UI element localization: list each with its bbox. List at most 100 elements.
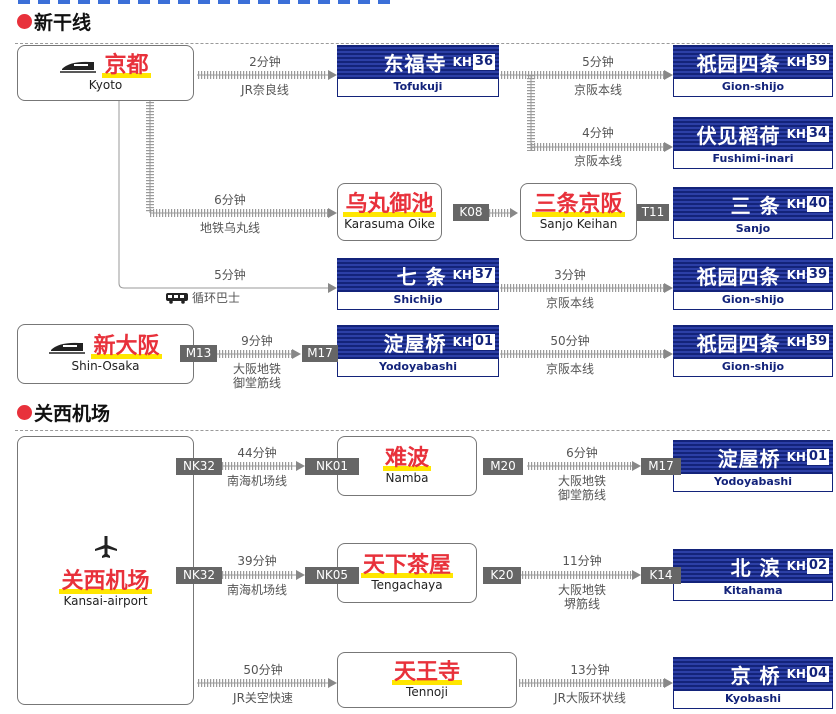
route-line: JR大阪环状线 [554, 691, 626, 705]
hub-name-cn: 天王寺 [391, 660, 462, 685]
section-title-kansai: 关西机场 [17, 399, 110, 426]
origin-name-cn: 京都 [102, 53, 151, 78]
station-name: 北 滨 [730, 555, 781, 580]
route-line: 大阪地铁 [232, 362, 281, 376]
hub-name-cn: 天下茶屋 [360, 553, 453, 578]
route-line: 京阪本线 [573, 83, 622, 97]
station-code: 39 [806, 54, 829, 70]
line-badge: M17 [641, 458, 681, 475]
hub-name-en: Tennoji [406, 685, 448, 699]
station-name: 祇园四条 [696, 264, 781, 289]
line-badge: M20 [483, 458, 523, 475]
section-title-text: 关西机场 [34, 403, 111, 425]
section-divider [15, 43, 830, 44]
route-line: 堺筋线 [563, 597, 600, 611]
hub-tengachaya: 天下茶屋 Tengachaya [337, 543, 477, 603]
hub-name-cn: 三条京阪 [532, 192, 625, 217]
kh-prefix: KH [452, 335, 472, 349]
hub-name-en: Tengachaya [371, 578, 443, 592]
station-name-en: Gion-shijo [673, 359, 833, 377]
route-time: 11分钟 [562, 554, 602, 568]
route-time: 2分钟 [249, 55, 281, 69]
station-name-en: Shichijo [337, 292, 499, 310]
route-line: 南海机场线 [226, 474, 287, 488]
line-badge: K14 [641, 567, 681, 584]
hub-name-cn: 乌丸御池 [343, 192, 436, 217]
kh-prefix: KH [452, 55, 472, 69]
station-code: 01 [806, 449, 829, 465]
hub-sanjo-keihan: 三条京阪 Sanjo Keihan [520, 183, 637, 241]
station-name-en: Kyobashi [673, 691, 833, 709]
route-line: 大阪地铁 [557, 583, 606, 597]
line-badge: K20 [483, 567, 521, 584]
route-time: 13分钟 [570, 663, 610, 677]
hub-namba: 难波 Namba [337, 436, 477, 496]
station-code: 34 [806, 126, 829, 142]
section-title-shinkansen: 新干线 [17, 8, 91, 35]
origin-name-en: Kyoto [88, 78, 123, 92]
route-time: 44分钟 [237, 446, 277, 460]
station-code: 04 [806, 666, 829, 682]
hub-tennoji: 天王寺 Tennoji [337, 652, 517, 708]
route-line: 御堂筋线 [557, 488, 606, 502]
station-code: 39 [806, 334, 829, 350]
plane-icon [94, 535, 117, 558]
station-name-en: Gion-shijo [673, 292, 833, 310]
kh-prefix: KH [786, 335, 806, 349]
route-line: JR关空快速 [233, 691, 293, 705]
top-banner-cut [18, 0, 398, 4]
station-name: 淀屋桥 [717, 446, 781, 471]
origin-kansai-airport: 关西机场 Kansai-airport [17, 436, 194, 705]
station-code: 36 [472, 54, 495, 70]
station-name-en: Gion-shijo [673, 79, 833, 97]
section-title-text: 新干线 [34, 12, 92, 34]
station-name-en: Fushimi-inari [673, 151, 833, 169]
line-badge: M13 [180, 345, 217, 362]
kh-prefix: KH [786, 55, 806, 69]
line-badge: K08 [453, 204, 489, 221]
route-line: 南海机场线 [226, 583, 287, 597]
origin-kyoto: 京都 Kyoto [17, 45, 194, 101]
station-code: 02 [806, 558, 829, 574]
hub-karasuma-oike: 乌丸御池 Karasuma Oike [337, 183, 442, 241]
line-badge: NK01 [305, 458, 359, 475]
hub-name-en: Namba [385, 471, 429, 485]
route-line: 循环巴士 [192, 291, 241, 305]
station-name: 祇园四条 [696, 51, 781, 76]
origin-name-cn: 关西机场 [59, 568, 152, 594]
station-name: 七 条 [396, 264, 447, 289]
station-name: 东福寺 [383, 51, 447, 76]
hub-name-en: Karasuma Oike [344, 217, 435, 231]
kh-prefix: KH [786, 268, 806, 282]
route-time: 9分钟 [241, 334, 273, 348]
route-time: 50分钟 [243, 663, 283, 677]
route-time: 50分钟 [550, 334, 590, 348]
station-name-en: Tofukuji [337, 79, 499, 97]
station-name-en: Sanjo [673, 221, 833, 239]
station-name: 祇园四条 [696, 331, 781, 356]
route-line: JR奈良线 [241, 83, 289, 97]
bus-route-label: 循环巴士 [165, 291, 240, 305]
bus-icon [166, 293, 188, 304]
station-code: 39 [806, 267, 829, 283]
route-line: 大阪地铁 [557, 474, 606, 488]
station-code: 37 [472, 267, 495, 283]
origin-name-cn: 新大阪 [91, 334, 162, 359]
line-badge: M17 [302, 345, 338, 362]
line-badge: NK05 [305, 567, 359, 584]
origin-name-en: Kansai-airport [63, 593, 148, 608]
station-code: 40 [806, 196, 829, 212]
red-dot-icon [17, 14, 32, 29]
line-badge: NK32 [176, 458, 222, 475]
kh-prefix: KH [786, 450, 806, 464]
kh-prefix: KH [786, 127, 806, 141]
kh-prefix: KH [452, 268, 472, 282]
